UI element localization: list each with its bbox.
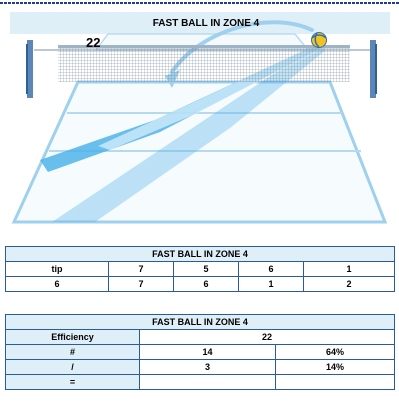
- result-count: 14: [140, 345, 276, 360]
- left-post-edge: [26, 44, 28, 94]
- result-percent: 64%: [276, 345, 395, 360]
- result-symbol: /: [6, 360, 140, 375]
- table-row: tip 7 5 6 1: [6, 262, 395, 277]
- result-percent: 14%: [276, 360, 395, 375]
- net-mesh: [58, 46, 350, 82]
- table-row: / 3 14%: [6, 360, 395, 375]
- court-svg: FAST BALL IN ZONE 4 22: [0, 0, 399, 232]
- table-cell: tip: [6, 262, 109, 277]
- table-cell: 2: [304, 277, 395, 292]
- table-cell: 6: [239, 262, 304, 277]
- table-cell: 6: [6, 277, 109, 292]
- table-cell: 1: [304, 262, 395, 277]
- court-diagram: FAST BALL IN ZONE 4 22: [0, 0, 399, 232]
- result-percent: [276, 375, 395, 390]
- efficiency-value: 22: [140, 330, 395, 345]
- net-top-band: [58, 45, 350, 48]
- efficiency-header-row: Efficiency 22: [6, 330, 395, 345]
- player-number: 22: [86, 35, 100, 50]
- table-cell: 1: [239, 277, 304, 292]
- table2-title: FAST BALL IN ZONE 4: [6, 315, 395, 330]
- right-post-edge: [375, 44, 377, 94]
- table-row: =: [6, 375, 395, 390]
- result-symbol: #: [6, 345, 140, 360]
- table-cell: 7: [109, 262, 174, 277]
- table-cell: 7: [109, 277, 174, 292]
- table-row: # 14 64%: [6, 345, 395, 360]
- efficiency-label: Efficiency: [6, 330, 140, 345]
- diagram-title: FAST BALL IN ZONE 4: [153, 18, 260, 29]
- table-cell: 6: [174, 277, 239, 292]
- result-count: 3: [140, 360, 276, 375]
- table-cell: 5: [174, 262, 239, 277]
- volleyball-icon: [312, 33, 327, 48]
- zone-distribution-table: FAST BALL IN ZONE 4 tip 7 5 6 1 6 7 6 1 …: [5, 246, 395, 292]
- table-title-row: FAST BALL IN ZONE 4: [6, 247, 395, 262]
- result-count: [140, 375, 276, 390]
- table-row: 6 7 6 1 2: [6, 277, 395, 292]
- result-symbol: =: [6, 375, 140, 390]
- table1-title: FAST BALL IN ZONE 4: [6, 247, 395, 262]
- efficiency-table: FAST BALL IN ZONE 4 Efficiency 22 # 14 6…: [5, 314, 395, 390]
- table-title-row: FAST BALL IN ZONE 4: [6, 315, 395, 330]
